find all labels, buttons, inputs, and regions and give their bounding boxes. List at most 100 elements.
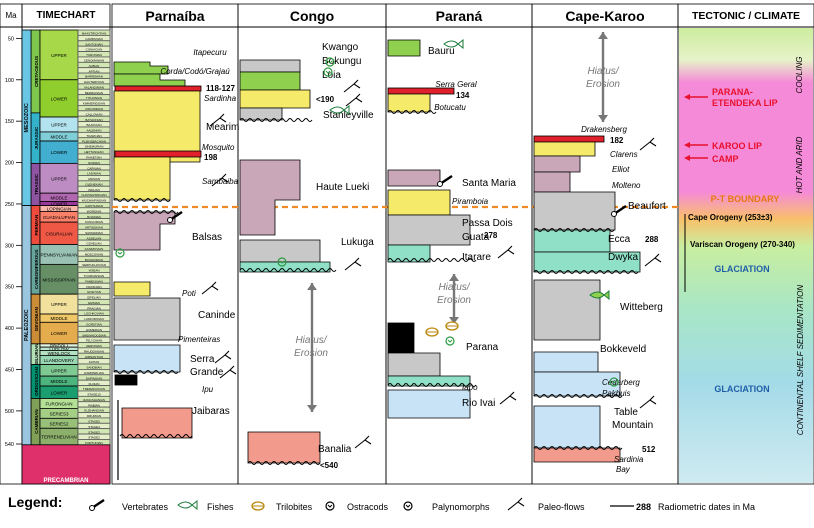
unit-cedarberg: Cedarberg [602, 378, 640, 387]
stage-label: STAGE2 [88, 436, 100, 440]
unconformity-line [113, 210, 179, 214]
congo-hiatus-label: Erosion [294, 348, 328, 359]
layer-table-mountain-lower [533, 405, 601, 449]
epoch-label: MIDDLE [50, 134, 67, 139]
layer-dwyka [533, 251, 641, 273]
legend-title: Legend: [8, 494, 62, 510]
unit-corda: Corda/Codó/Grajaú [160, 67, 230, 76]
legend-label: Radiometric dates in Ma [658, 502, 755, 512]
stage-label: TOURNAISIAN [84, 274, 104, 278]
period-label: DEVONIAN [34, 307, 39, 331]
stage-label: EIFELIAN [87, 296, 100, 300]
karoo-hiatus-label: Erosion [586, 79, 620, 90]
palynomorph-icon-mark [327, 504, 333, 508]
unit-passa-dois: Passa Dois [462, 218, 513, 229]
layer-serra-grande [113, 344, 181, 373]
stage-label: KASIMOVIAN [85, 247, 104, 251]
unit-botucatu: Botucatu [434, 103, 466, 112]
unit-serra-geral: Serra Geral [435, 80, 477, 89]
fish-icon [177, 499, 198, 511]
unconformity-line [247, 461, 321, 465]
period-label: CRETACEOUS [34, 56, 39, 87]
age-tick-label: 450 [5, 368, 14, 374]
unit-itapecuru: Itapecuru [193, 48, 227, 57]
stage-label: STAGE5 [88, 419, 100, 423]
unit-mosquito: Mosquito [202, 143, 235, 152]
stage-label: KIMMERIDGIAN [83, 102, 105, 106]
age-tick-label: 50 [8, 36, 14, 42]
period-label: TRIASSIC [34, 173, 39, 195]
glaciation-label: GLACIATION [714, 264, 769, 274]
unit-sardinia: Sardinia [614, 455, 644, 464]
stage-label: CARNIAN [87, 166, 101, 170]
stage-label: PAIBIAN [88, 403, 100, 407]
unit-rio-ivai: Rio Ivai [462, 398, 495, 409]
epoch-label: CISURALIAN [45, 231, 72, 236]
epoch-label: PRIDOLI [50, 343, 68, 348]
unconformity-line [387, 383, 477, 387]
lip-arrow-head [684, 94, 690, 100]
age-tick-label: 100 [5, 78, 14, 84]
age-tick-label: 540 [5, 442, 14, 448]
palynomorph-icon [323, 67, 333, 77]
unit-caninde: Caninde [198, 310, 236, 321]
layer-clarens [533, 141, 596, 157]
epoch-label: MIDDLE [50, 316, 67, 321]
stage-label: ASSELIAN [87, 236, 102, 240]
unit-banalia: Banalia [318, 444, 352, 455]
stage-label: DAPINGIAN [86, 376, 103, 380]
vertebrate-icon-end [89, 505, 95, 511]
stage-label: BASHKIRIAN [85, 258, 103, 262]
unit-iapo: Iapo [462, 383, 478, 392]
layer-poti [113, 281, 151, 297]
hot-arid-label: HOT AND ARID [795, 136, 804, 193]
unit-beaufort: Beaufort [628, 201, 666, 212]
paleo-flow-icon [214, 350, 232, 364]
parana-hiatus-label: Hiatus/ [438, 282, 470, 293]
epoch-label: LOWER [51, 202, 68, 207]
unconformity-line [533, 446, 623, 450]
date-540: <540 [320, 461, 339, 470]
unit-grande: Grande [190, 367, 224, 378]
arrow-head [598, 115, 608, 122]
glaciation-label: GLACIATION [714, 384, 769, 394]
unit-ipu: Ipu [202, 385, 214, 394]
unit-bokungu: Bokungu [322, 56, 361, 67]
stage-label: CHANGHSINGIAN [81, 193, 106, 197]
paleo-flow-icon [345, 93, 363, 107]
pt-boundary-label: P-T BOUNDARY [711, 194, 780, 204]
layer-botucatu [387, 93, 431, 113]
paleo-flow-icon [507, 497, 525, 511]
stage-label: MOSCOVIAN [85, 252, 103, 256]
stage-label: TELYCHIAN [86, 339, 103, 343]
stage-label: FAMENNIAN [85, 279, 103, 283]
stage-label: NORIAN [88, 161, 100, 165]
stage-label: DARRIWILIAN [84, 371, 104, 375]
unconformity-line [533, 270, 639, 274]
stage-label: ANISIAN [88, 177, 100, 181]
epoch-cell [39, 162, 79, 194]
layer-loia [239, 89, 311, 109]
layer-ecca [533, 229, 611, 253]
stage-label: FLOIAN [89, 382, 100, 386]
unconformity-line [113, 370, 179, 374]
epoch-label: UPPER [51, 302, 67, 307]
unit-guata: Guata [462, 232, 490, 243]
layer-witteberg [533, 279, 601, 341]
stage-label: SERPUKHOVIAN [82, 263, 106, 267]
stage-label: LUDFORDIAN [84, 317, 104, 321]
arrow-head [449, 317, 459, 324]
era-label: PALEOZOIC [24, 309, 30, 341]
paleo-flow-icon [499, 391, 517, 405]
epoch-label: LUDLOW [49, 347, 69, 352]
era-label: MESOZOIC [24, 103, 30, 132]
stage-label: DRUMIAN [87, 414, 101, 418]
palynomorph-icon-mark [327, 60, 333, 64]
stage-label: CONIACIAN [86, 48, 103, 52]
stage-label: RHUDDANIAN [84, 349, 104, 353]
unit-dwyka: Dwyka [608, 252, 638, 263]
paleo-flow-icon [209, 113, 227, 127]
layer-caninde [113, 297, 181, 341]
unit-kwango: Kwango [322, 42, 359, 53]
layer-piramboia [387, 189, 451, 216]
